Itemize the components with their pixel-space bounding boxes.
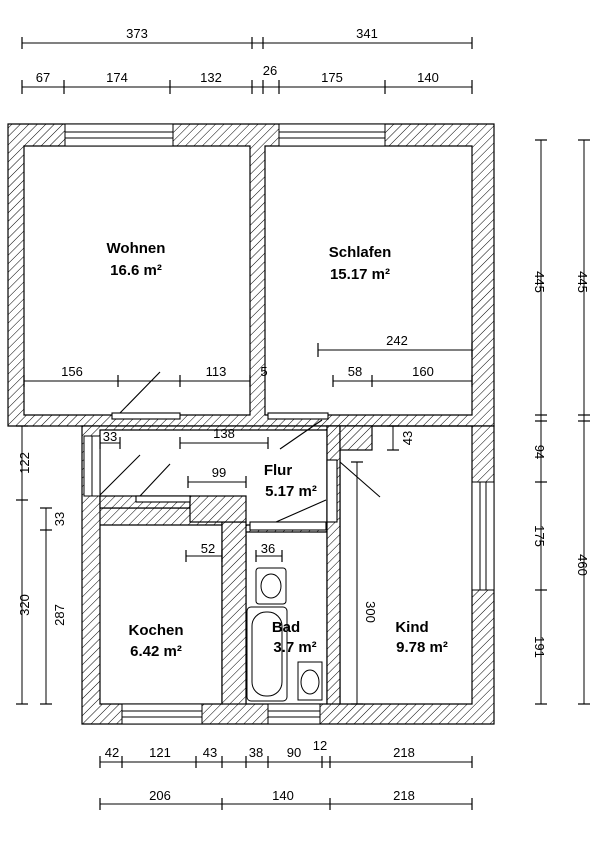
room-schlafen-area: 15.17 m² xyxy=(330,266,390,283)
door-kind xyxy=(339,461,381,498)
dim-218-row2: 218 xyxy=(393,788,415,803)
room-kind-area: 9.78 m² xyxy=(396,639,448,656)
room-flur-area: 5.17 m² xyxy=(265,483,317,500)
dim-174: 174 xyxy=(106,70,128,85)
dim-43-bottom: 43 xyxy=(203,745,217,760)
dim-300: 300 xyxy=(363,601,378,623)
dim-5: 5 xyxy=(260,364,267,379)
dim-94: 94 xyxy=(532,445,547,459)
dim-99: 99 xyxy=(212,465,226,480)
dim-52: 52 xyxy=(201,541,215,556)
window-schlafen xyxy=(278,123,386,147)
dim-445-inner: 445 xyxy=(532,271,547,293)
window-wohnen xyxy=(64,123,174,147)
dim-26: 26 xyxy=(263,63,277,78)
bathroom-fixtures xyxy=(246,567,323,702)
room-wohnen-area: 16.6 m² xyxy=(110,262,162,279)
dim-445-outer: 445 xyxy=(575,271,590,293)
dim-132: 132 xyxy=(200,70,222,85)
dim-12: 12 xyxy=(313,738,327,753)
room-kochen-name: Kochen xyxy=(128,622,183,639)
dim-287: 287 xyxy=(52,604,67,626)
dim-373: 373 xyxy=(126,26,148,41)
dim-90: 90 xyxy=(287,745,301,760)
dim-140-top: 140 xyxy=(417,70,439,85)
room-flur-name: Flur xyxy=(264,462,292,479)
dim-175: 175 xyxy=(321,70,343,85)
dim-38: 38 xyxy=(249,745,263,760)
dim-160: 160 xyxy=(412,364,434,379)
door-wohnen xyxy=(117,371,161,416)
window-kochen xyxy=(121,703,203,725)
dim-36: 36 xyxy=(261,541,275,556)
room-labels: Wohnen 16.6 m² Schlafen 15.17 m² Flur 5.… xyxy=(107,240,448,660)
door-flur-left xyxy=(99,454,141,496)
dim-42: 42 xyxy=(105,745,119,760)
room-bad-area: 3.7 m² xyxy=(273,639,316,656)
window-bad xyxy=(267,703,321,725)
dim-140-bottom: 140 xyxy=(272,788,294,803)
dim-218-row1: 218 xyxy=(393,745,415,760)
dim-191: 191 xyxy=(532,636,547,658)
dim-122: 122 xyxy=(17,452,32,474)
dim-121: 121 xyxy=(149,745,171,760)
dim-320: 320 xyxy=(17,594,32,616)
room-wohnen-name: Wohnen xyxy=(107,240,166,257)
dim-156: 156 xyxy=(61,364,83,379)
dim-33-flur: 33 xyxy=(103,429,117,444)
door-bad xyxy=(275,499,327,523)
window-kind xyxy=(471,481,495,591)
dim-113: 113 xyxy=(206,364,227,379)
dim-175-right: 175 xyxy=(532,525,547,547)
room-schlafen-name: Schlafen xyxy=(329,244,392,261)
dimension-lines: 373 341 67 174 132 26 175 140 445 460 xyxy=(16,26,590,810)
dim-58: 58 xyxy=(348,364,362,379)
door-schlafen xyxy=(279,419,323,450)
windows xyxy=(64,123,495,725)
dim-43-kind: 43 xyxy=(400,431,415,445)
dim-242: 242 xyxy=(386,333,408,348)
room-kochen-area: 6.42 m² xyxy=(130,643,182,660)
dim-460: 460 xyxy=(575,554,590,576)
dim-341: 341 xyxy=(356,26,378,41)
dim-138: 138 xyxy=(213,426,235,441)
doors xyxy=(99,371,381,531)
room-kind-name: Kind xyxy=(395,619,428,636)
dim-67: 67 xyxy=(36,70,50,85)
dim-206: 206 xyxy=(149,788,171,803)
dim-33-left: 33 xyxy=(52,512,67,526)
room-bad-name: Bad xyxy=(272,619,300,636)
door-kochen xyxy=(139,463,171,497)
